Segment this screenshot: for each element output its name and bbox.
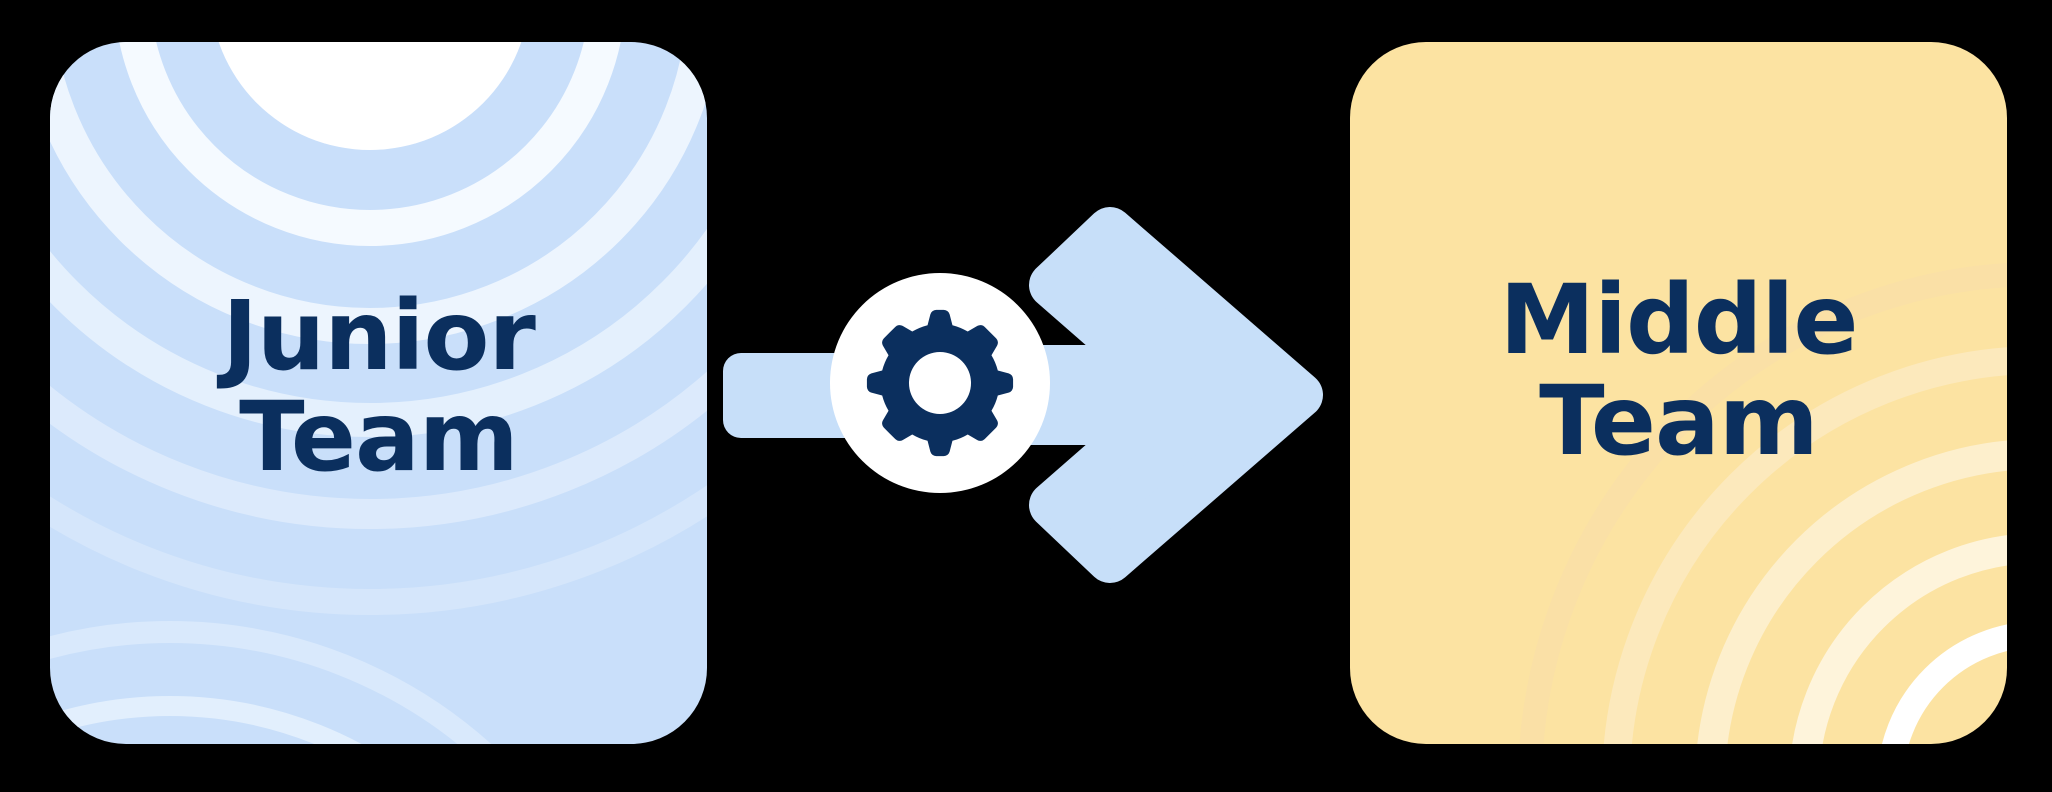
node-label-middle-team: Middle Team: [1499, 264, 1859, 477]
gear-badge-circle: [830, 273, 1050, 493]
node-label-junior-team: Junior Team: [222, 280, 536, 493]
node-card-junior-team[interactable]: Junior Team: [50, 42, 707, 744]
gear-badge[interactable]: [700, 160, 1360, 640]
gear-icon: [866, 309, 1014, 457]
process-arrow-group: [700, 160, 1360, 640]
node-card-middle-team[interactable]: Middle Team: [1350, 42, 2007, 744]
